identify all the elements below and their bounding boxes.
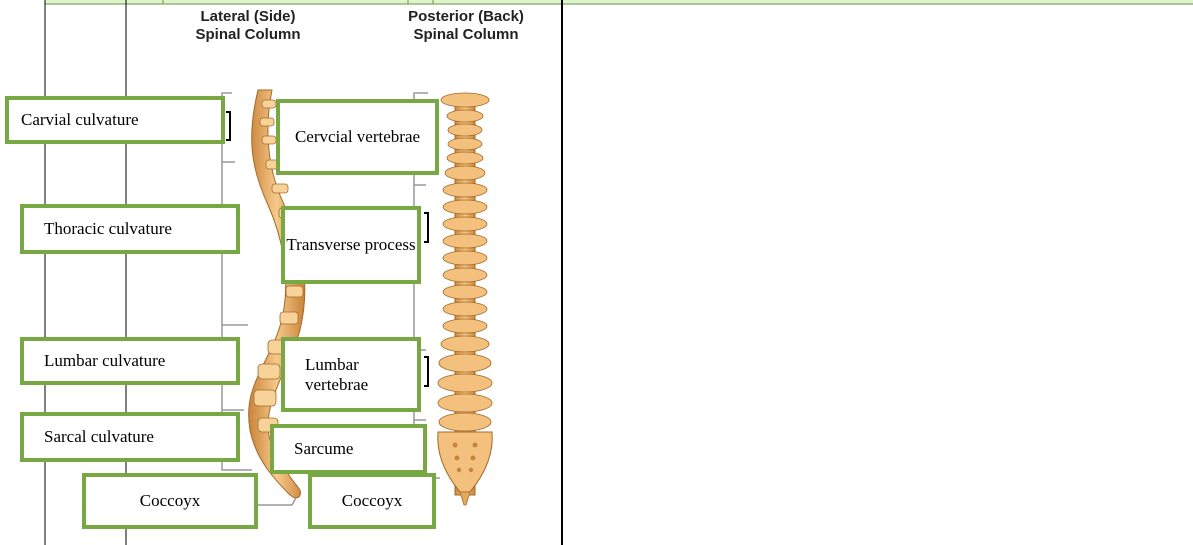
small-bracket (226, 112, 230, 140)
small-bracket (424, 213, 428, 242)
label-sacral-curvature: Sarcal culvature (20, 412, 240, 462)
sacrum-shape (438, 432, 493, 492)
posterior-title-line2: Spinal Column (378, 26, 554, 44)
label-thoracic-curvature: Thoracic culvature (20, 204, 240, 254)
label-cervical-curvature: Carvial culvature (5, 96, 225, 144)
posterior-spine-illustration (438, 93, 493, 505)
lateral-title-line1: Lateral (Side) (178, 8, 318, 26)
posterior-title-line1: Posterior (Back) (378, 8, 554, 26)
label-coccyx-lateral: Coccoyx (82, 473, 258, 529)
coccyx-shape (460, 492, 470, 505)
label-sacrum: Sarcume (270, 424, 427, 474)
lateral-title-line2: Spinal Column (178, 26, 318, 44)
table-header-strip (45, 0, 1193, 4)
label-lumbar-curvature: Lumbar culvature (20, 337, 240, 385)
label-transverse-process: Transverse process (281, 206, 421, 284)
label-coccyx-posterior: Coccoyx (308, 473, 436, 529)
small-bracket (424, 357, 428, 386)
lateral-view-title: Lateral (Side) Spinal Column (178, 8, 318, 44)
label-cervical-vertebrae: Cervcial vertebrae (276, 99, 439, 175)
label-lumbar-vertebrae: Lumbar vertebrae (281, 337, 421, 412)
posterior-view-title: Posterior (Back) Spinal Column (378, 8, 554, 44)
